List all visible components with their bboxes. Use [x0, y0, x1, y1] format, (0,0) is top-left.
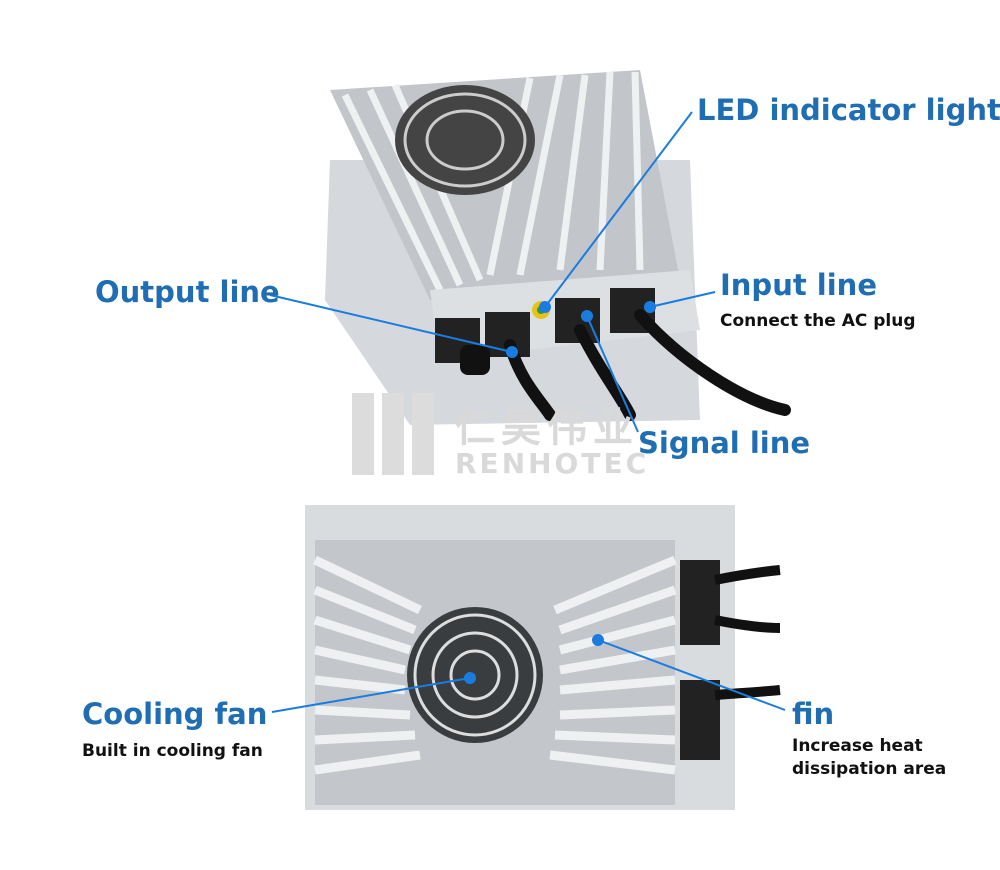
fin-sub-line-2: dissipation area: [792, 759, 947, 779]
fin-sub: Increase heat dissipation area: [792, 735, 946, 781]
cooling-fan-label: Cooling fan: [82, 697, 268, 731]
leader-lines: [269, 111, 786, 713]
input-line-sub: Connect the AC plug: [720, 311, 916, 331]
watermark-en: RENHOTEC: [455, 447, 650, 480]
charger-front-view: [305, 505, 781, 810]
cooling-fan-sub: Built in cooling fan: [82, 741, 263, 761]
watermark-cn: 仁昊伟业: [455, 405, 639, 451]
led-indicator-label: LED indicator light: [697, 93, 1000, 127]
watermark-logo: [352, 393, 434, 475]
input-line-label: Input line: [720, 268, 877, 302]
fin-label: fin: [792, 697, 835, 731]
fin-sub-line-1: Increase heat: [792, 736, 923, 756]
output-line-label: Output line: [95, 275, 280, 309]
signal-line-label: Signal line: [638, 426, 811, 460]
